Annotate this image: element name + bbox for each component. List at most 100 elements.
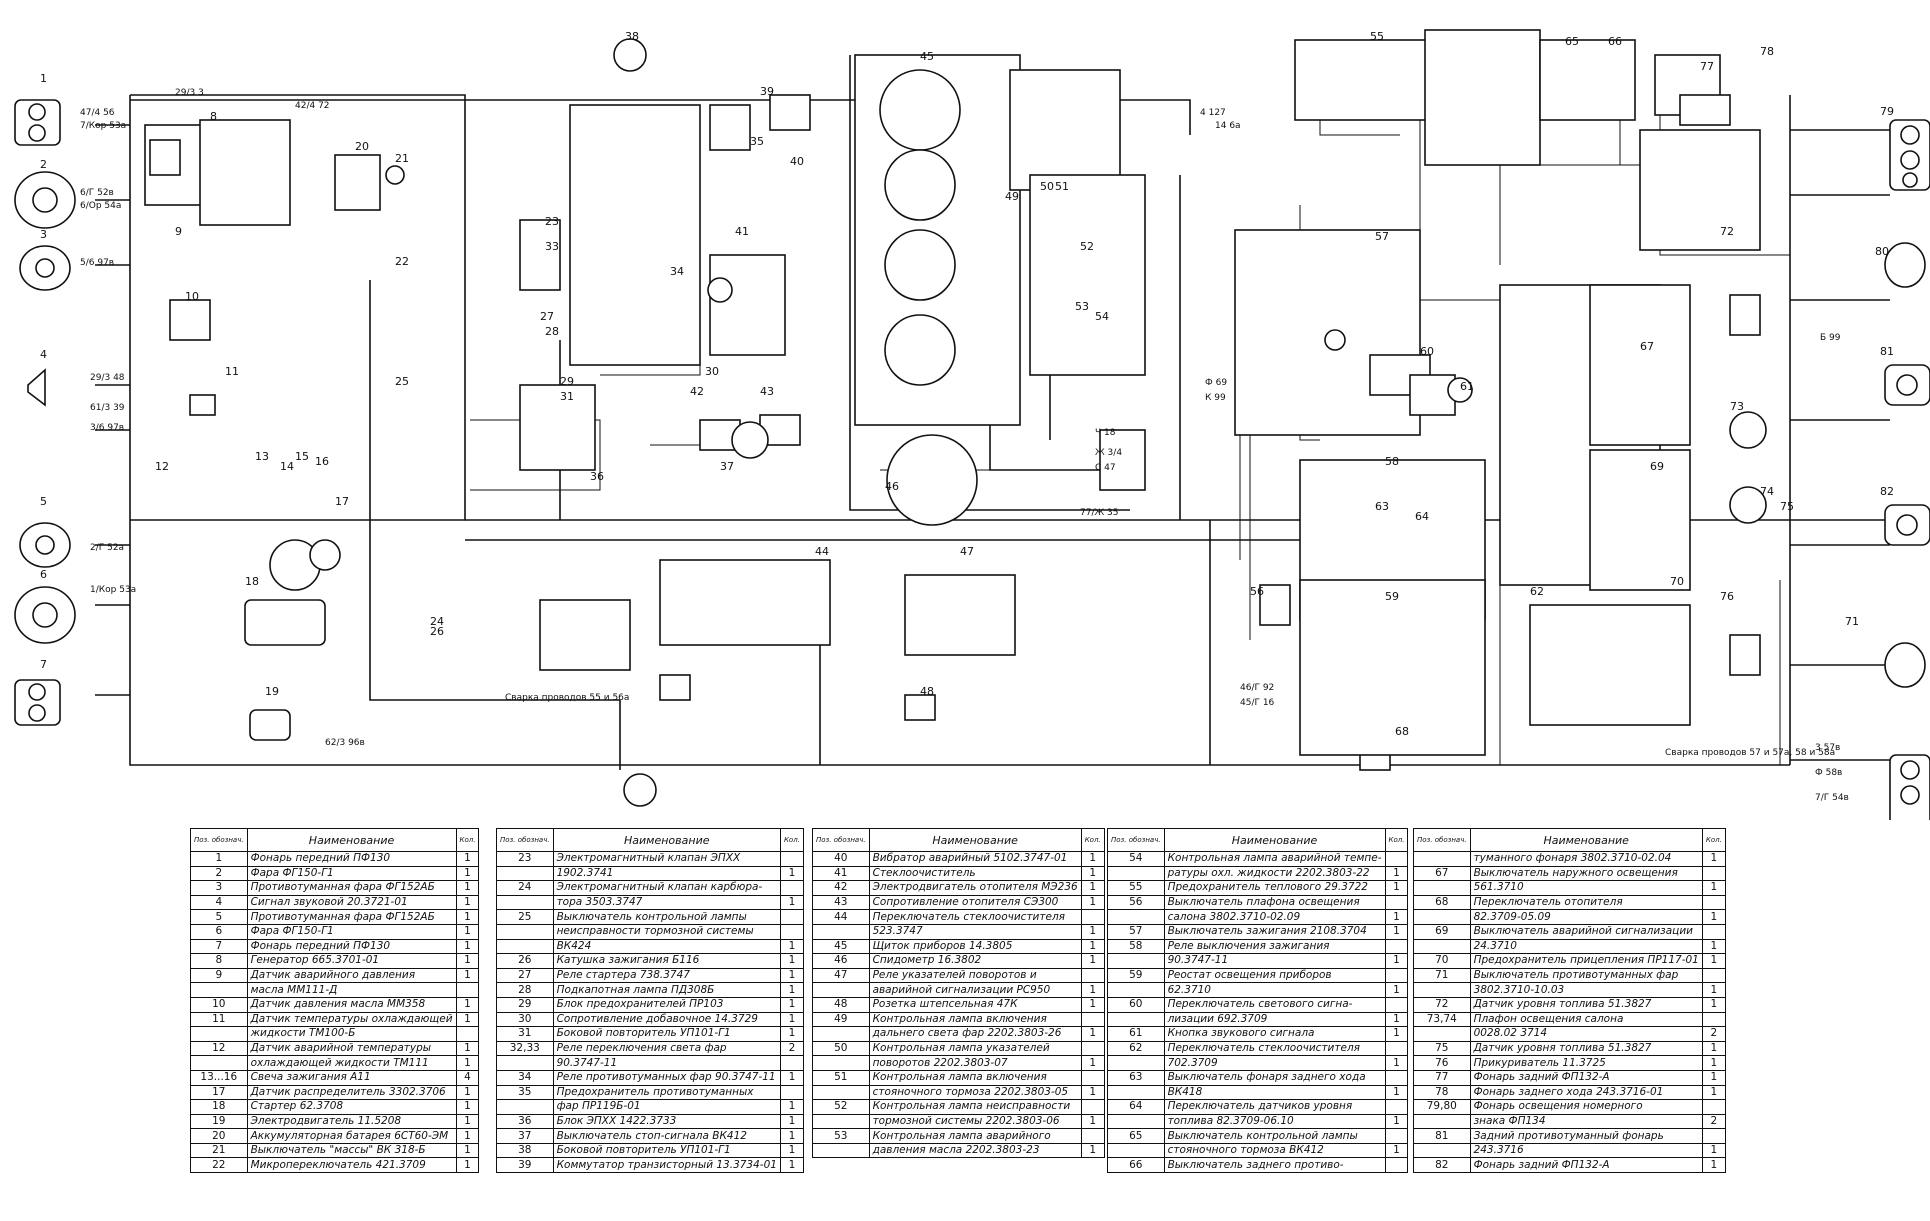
cell-qty [779,909,804,925]
cell-name: Плафон освещения салона [1469,1011,1703,1028]
cell-name: знака ФП134 [1469,1113,1703,1130]
cell-pos [1413,938,1471,955]
cell-pos: 51 [812,1069,870,1086]
cell-name: Датчик распределитель 3302.3706 [246,1084,457,1101]
cell-name: Контрольная лампа аварийного [868,1128,1082,1144]
cell-qty [455,1026,480,1042]
cell-qty: 1 [1080,880,1105,896]
cell-pos [496,894,554,911]
cell-name: охлаждающей жидкости ТМ111 [246,1055,457,1071]
cell-name: Датчик аварийного давления [246,967,457,984]
cell-name: Коммутатор транзисторный 13.3734-01 [552,1157,781,1174]
component-number: 73 [1730,400,1744,413]
cell-qty: 1 [455,1157,480,1174]
cell-qty [779,1084,804,1101]
cell-pos: 13...16 [190,1069,248,1086]
cell-pos: 67 [1413,865,1471,882]
cell-qty: 2 [779,1040,804,1057]
component-number: 79 [1880,105,1894,118]
cell-qty: 1 [1384,982,1409,998]
cell-name: Аккумуляторная батарея 6СТ60-ЭМ [246,1128,457,1144]
cell-name: 24.3710 [1469,938,1703,955]
component-number: 78 [1760,45,1774,58]
cell-name: Выключатель зажигания 2108.3704 [1163,923,1386,940]
cell-qty: 1 [1701,1142,1726,1159]
cell-name: аварийной сигнализации РС950 [868,982,1082,998]
cell-pos [812,1113,870,1130]
component-symbols [14,29,1930,820]
component-number: 41 [735,225,749,238]
cell-qty: 1 [455,909,480,925]
cell-qty: 1 [779,1142,804,1159]
cell-qty: 1 [1080,996,1105,1013]
cell-pos: 31 [496,1026,554,1042]
cell-pos: 34 [496,1069,554,1086]
component-number: 26 [430,625,444,638]
cell-qty: 1 [779,1011,804,1028]
component-number: 46 [885,480,899,493]
cell-qty: 1 [1080,894,1105,911]
wire-label: Б 99 [1820,333,1841,343]
cell-name: 0028.02 3714 [1469,1026,1703,1042]
cell-name: Выключатель "массы" ВК 318-Б [246,1142,457,1159]
cell-qty: 1 [1384,1055,1409,1071]
cell-pos: 77 [1413,1069,1471,1086]
cell-name: Выключатель плафона освещения [1163,894,1386,911]
cell-pos [190,982,248,998]
component-number: 43 [760,385,774,398]
cell-pos: 56 [1107,894,1165,911]
column-header-name: Наименование [1163,828,1386,852]
cell-name: Противотуманная фара ФГ152АБ [246,909,457,925]
cell-name: Переключатель стеклоочистителя [868,909,1082,925]
cell-pos [812,923,870,940]
cell-qty: 1 [1701,996,1726,1013]
cell-name: Датчик аварийной температуры [246,1040,457,1057]
wire-label: 29/3 48 [90,373,125,383]
cell-qty: 1 [455,953,480,969]
cell-name: Предохранитель теплового 29.3722 [1163,880,1386,896]
cell-name: Противотуманная фара ФГ152АБ [246,880,457,896]
cell-qty: 1 [779,894,804,911]
cell-name: Контрольная лампа аварийной темпе- [1163,851,1386,867]
cell-name: Датчик уровня топлива 51.3827 [1469,996,1703,1013]
component-number: 4 [40,348,47,361]
cell-pos: 65 [1107,1128,1165,1144]
cell-pos: 64 [1107,1099,1165,1115]
cell-name: Фара ФГ150-Г1 [246,923,457,940]
cell-pos: 26 [496,953,554,969]
cell-pos [1413,1142,1471,1159]
cell-qty [1080,1069,1105,1086]
cell-pos: 20 [190,1128,248,1144]
cell-qty [1701,1099,1726,1115]
cell-qty: 1 [1701,1157,1726,1174]
wire-label: Ф 69 [1205,378,1227,388]
cell-qty: 1 [1080,865,1105,882]
cell-qty: 1 [1701,909,1726,925]
